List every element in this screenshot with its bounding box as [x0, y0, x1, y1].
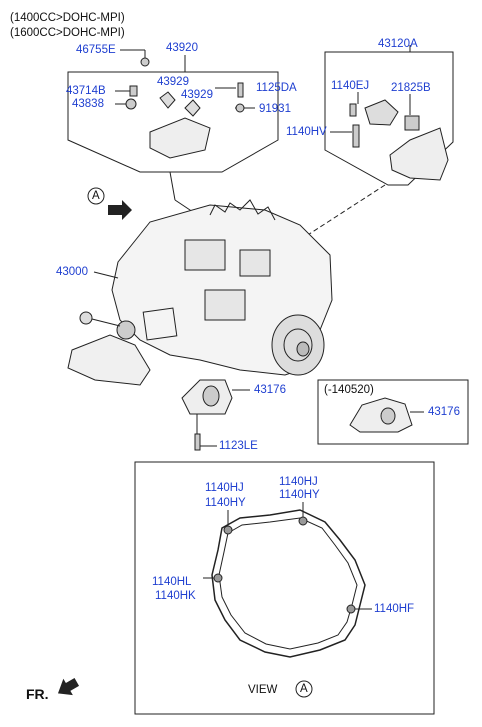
label-1140HY-left: 1140HY: [205, 497, 246, 509]
inset-note: (-140520): [324, 384, 374, 396]
label-1140HK: 1140HK: [155, 590, 196, 602]
label-91931: 91931: [259, 103, 291, 115]
label-43714B: 43714B: [66, 85, 106, 97]
label-43929-upper: 43929: [157, 76, 189, 88]
view-a-circle-letter: A: [300, 683, 308, 695]
view-direction-arrow: [108, 200, 132, 220]
label-43838: 43838: [72, 98, 104, 110]
inset-box: [317, 379, 469, 445]
label-1140HV: 1140HV: [286, 126, 327, 138]
view-marker-a: A: [92, 190, 100, 202]
view-a-box: [134, 461, 435, 715]
label-1140HJ-right: 1140HJ: [279, 476, 318, 488]
label-1140HJ-left: 1140HJ: [205, 482, 244, 494]
label-43000: 43000: [56, 266, 88, 278]
label-43176-inset: 43176: [428, 406, 460, 418]
engine-spec-line-2: (1600CC>DOHC-MPI): [10, 27, 125, 39]
label-1140HL: 1140HL: [152, 576, 192, 588]
label-21825B: 21825B: [391, 82, 431, 94]
bracket-group-outline: [67, 71, 279, 173]
front-arrow: [57, 678, 80, 696]
label-43929-lower: 43929: [181, 89, 213, 101]
view-a-label: VIEW: [248, 684, 278, 696]
front-direction-label: FR.: [26, 686, 49, 702]
label-43120A: 43120A: [378, 38, 418, 50]
label-1123LE: 1123LE: [219, 440, 258, 452]
label-1140HY-right: 1140HY: [279, 489, 320, 501]
label-43176: 43176: [254, 384, 286, 396]
label-1125DA: 1125DA: [256, 82, 297, 94]
engine-spec-line-1: (1400CC>DOHC-MPI): [10, 12, 125, 24]
label-1140EJ: 1140EJ: [331, 80, 370, 92]
bell-housing-gasket: [211, 509, 366, 658]
label-46755E: 46755E: [76, 44, 116, 56]
mount-group-outline: [324, 51, 454, 186]
label-1140HF: 1140HF: [374, 603, 415, 615]
label-43920: 43920: [166, 42, 198, 54]
